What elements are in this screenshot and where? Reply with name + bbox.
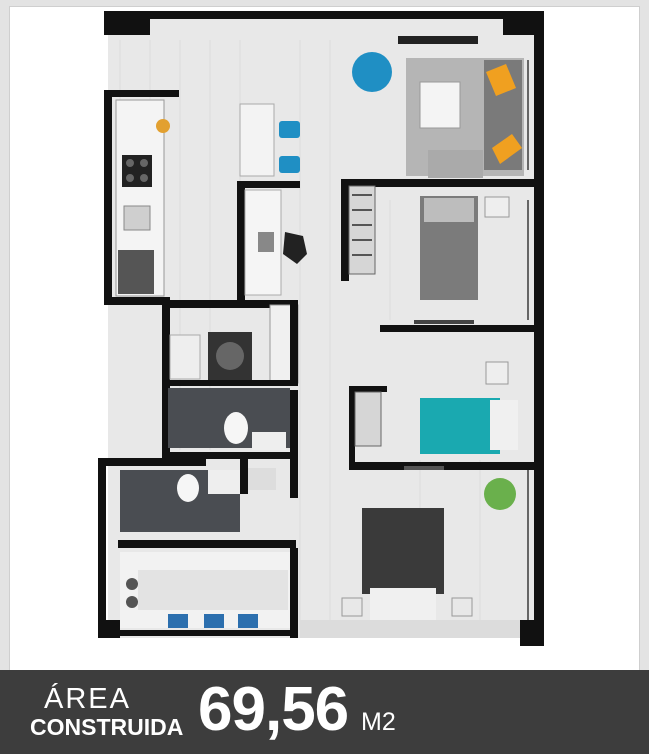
- fridge: [118, 250, 154, 294]
- stool-icon: [279, 156, 300, 173]
- area-footer: ÁREA CONSTRUIDA 69,56 M2: [0, 670, 649, 754]
- floor-plan: [98, 11, 544, 646]
- stove-icon: [122, 155, 152, 187]
- desk-chair-icon: [283, 232, 307, 264]
- area-unit: M2: [361, 708, 396, 736]
- chair-icon: [352, 52, 392, 92]
- area-label: ÁREA: [44, 683, 131, 715]
- toilet-icon: [177, 474, 199, 502]
- plant-icon: [484, 478, 516, 510]
- bed-icon: [420, 398, 500, 454]
- stool-icon: [279, 121, 300, 138]
- sink-icon: [123, 205, 151, 231]
- bed-icon: [362, 508, 444, 594]
- area-sublabel: CONSTRUIDA: [30, 714, 184, 740]
- toilet-icon: [224, 412, 248, 444]
- area-value: 69,56: [198, 675, 349, 744]
